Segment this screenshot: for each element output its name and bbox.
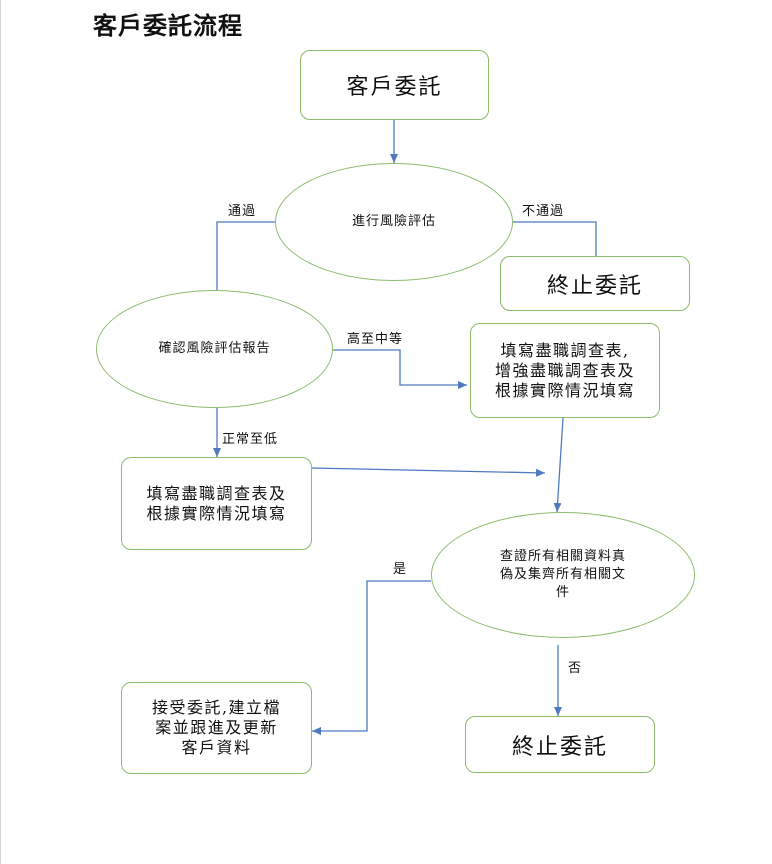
node-risk-assessment: 進行風險評估 [275,163,513,281]
label-yes: 是 [393,562,408,577]
node-terminate-bottom: 終止委託 [465,716,655,773]
connector-confirm-to-enhanced [333,349,467,389]
node-accept-commission: 接受委託,建立檔 案並跟進及更新 客戶資料 [121,682,312,774]
connector-risk-to-confirm [216,221,275,290]
page-left-border [0,0,1,864]
label-normal-to-low: 正常至低 [222,432,279,447]
connector-basic-to-verify [311,467,546,477]
node-fill-enhanced-dd-form: 填寫盡職調查表, 增強盡職調查表及 根據實際情況填寫 [470,323,660,418]
label-high-to-medium: 高至中等 [347,332,404,347]
label-no: 否 [568,661,583,676]
node-client-commission: 客戶委託 [300,50,489,120]
label-pass: 通過 [228,204,257,219]
label-fail: 不通過 [522,204,565,219]
page-title: 客戶委託流程 [93,12,243,40]
connector-enhanced-to-verify [553,417,564,513]
connector-verify-to-accept [312,580,431,735]
node-confirm-risk-report: 確認風險評估報告 [96,290,333,408]
node-verify-documents: 查證所有相關資料真 偽及集齊所有相關文 件 [431,512,695,638]
connector-risk-to-terminate [513,221,597,256]
node-fill-basic-dd-form: 填寫盡職調查表及 根據實際情況填寫 [121,457,312,550]
node-terminate-top: 終止委託 [500,256,690,311]
